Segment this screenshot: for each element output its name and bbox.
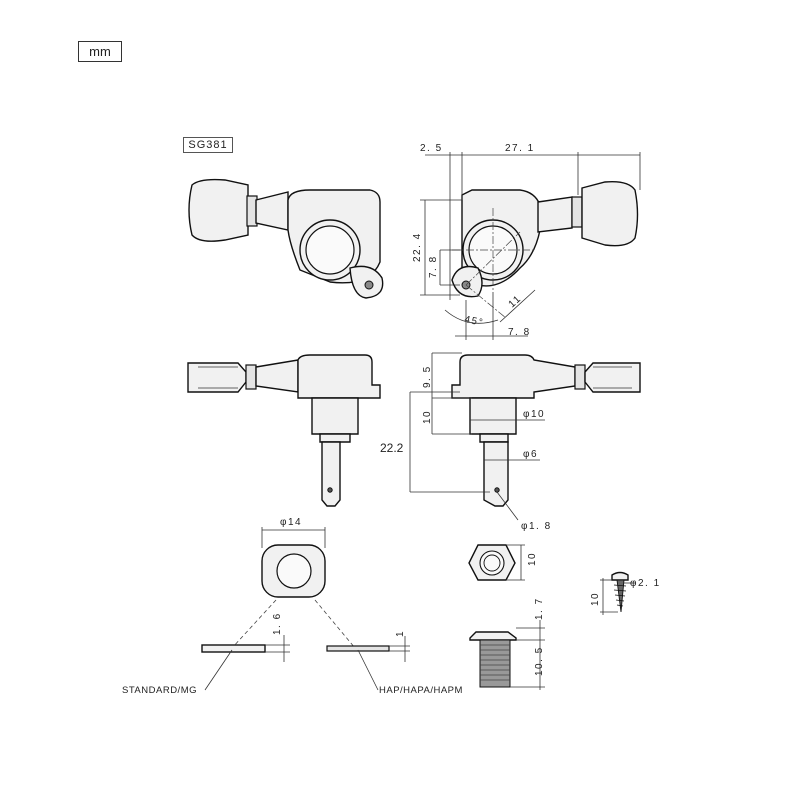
- washer-top-view: [231, 527, 356, 649]
- hex-nut-top-view: [468, 544, 525, 581]
- dim-side-10: 10: [422, 410, 433, 424]
- dim-bushing-1-7: 1. 7: [534, 597, 545, 620]
- dim-nut-10: 10: [527, 552, 538, 566]
- screw-side-view: [600, 571, 636, 615]
- dim-angle-45: 45°: [463, 314, 484, 329]
- tuner-front-view-left: [188, 178, 384, 299]
- dim-bottom-7-8: 7. 8: [508, 327, 531, 338]
- washer-hap-side: [326, 636, 410, 691]
- tuner-front-view-right: [451, 180, 639, 319]
- washer-standard-side: [201, 635, 290, 691]
- label-standard: STANDARD/MG: [122, 685, 197, 696]
- dim-washer-thickness-1-6: 1. 6: [272, 612, 283, 635]
- dim-diag-11: 11: [507, 293, 524, 310]
- dimension-lines-side-right: [409, 352, 545, 521]
- dim-diameter-6: φ6: [523, 449, 538, 460]
- dim-diameter-10: φ10: [523, 409, 545, 420]
- dim-side-22-2: 22.2: [380, 441, 404, 455]
- label-hap: HAP/HAPA/HAPM: [379, 685, 463, 696]
- dim-screw-10: 10: [590, 592, 601, 606]
- dim-washer-diameter-14: φ14: [280, 517, 302, 528]
- bushing-side-view: [469, 620, 545, 690]
- dim-screw-diameter-2-1: φ2. 1: [630, 578, 661, 589]
- dim-top-width: 27. 1: [505, 143, 535, 154]
- dim-height-7-8: 7. 8: [428, 255, 439, 278]
- tuner-side-view-right: [451, 354, 641, 507]
- dim-height-22-4: 22. 4: [412, 232, 423, 262]
- unit-label: mm: [89, 44, 111, 59]
- dim-bushing-10-5: 10. 5: [534, 646, 545, 676]
- dim-top-offset: 2. 5: [420, 143, 443, 154]
- tuner-side-view-left: [187, 354, 381, 507]
- dim-diameter-1-8: φ1. 8: [521, 521, 552, 532]
- unit-label-box: mm: [78, 41, 122, 62]
- model-label: SG381: [188, 139, 228, 151]
- model-label-box: SG381: [183, 137, 233, 153]
- dim-washer-thickness-1: 1: [395, 630, 406, 637]
- dimension-lines-front-right: [420, 152, 641, 340]
- dim-side-9-5: 9. 5: [422, 365, 433, 388]
